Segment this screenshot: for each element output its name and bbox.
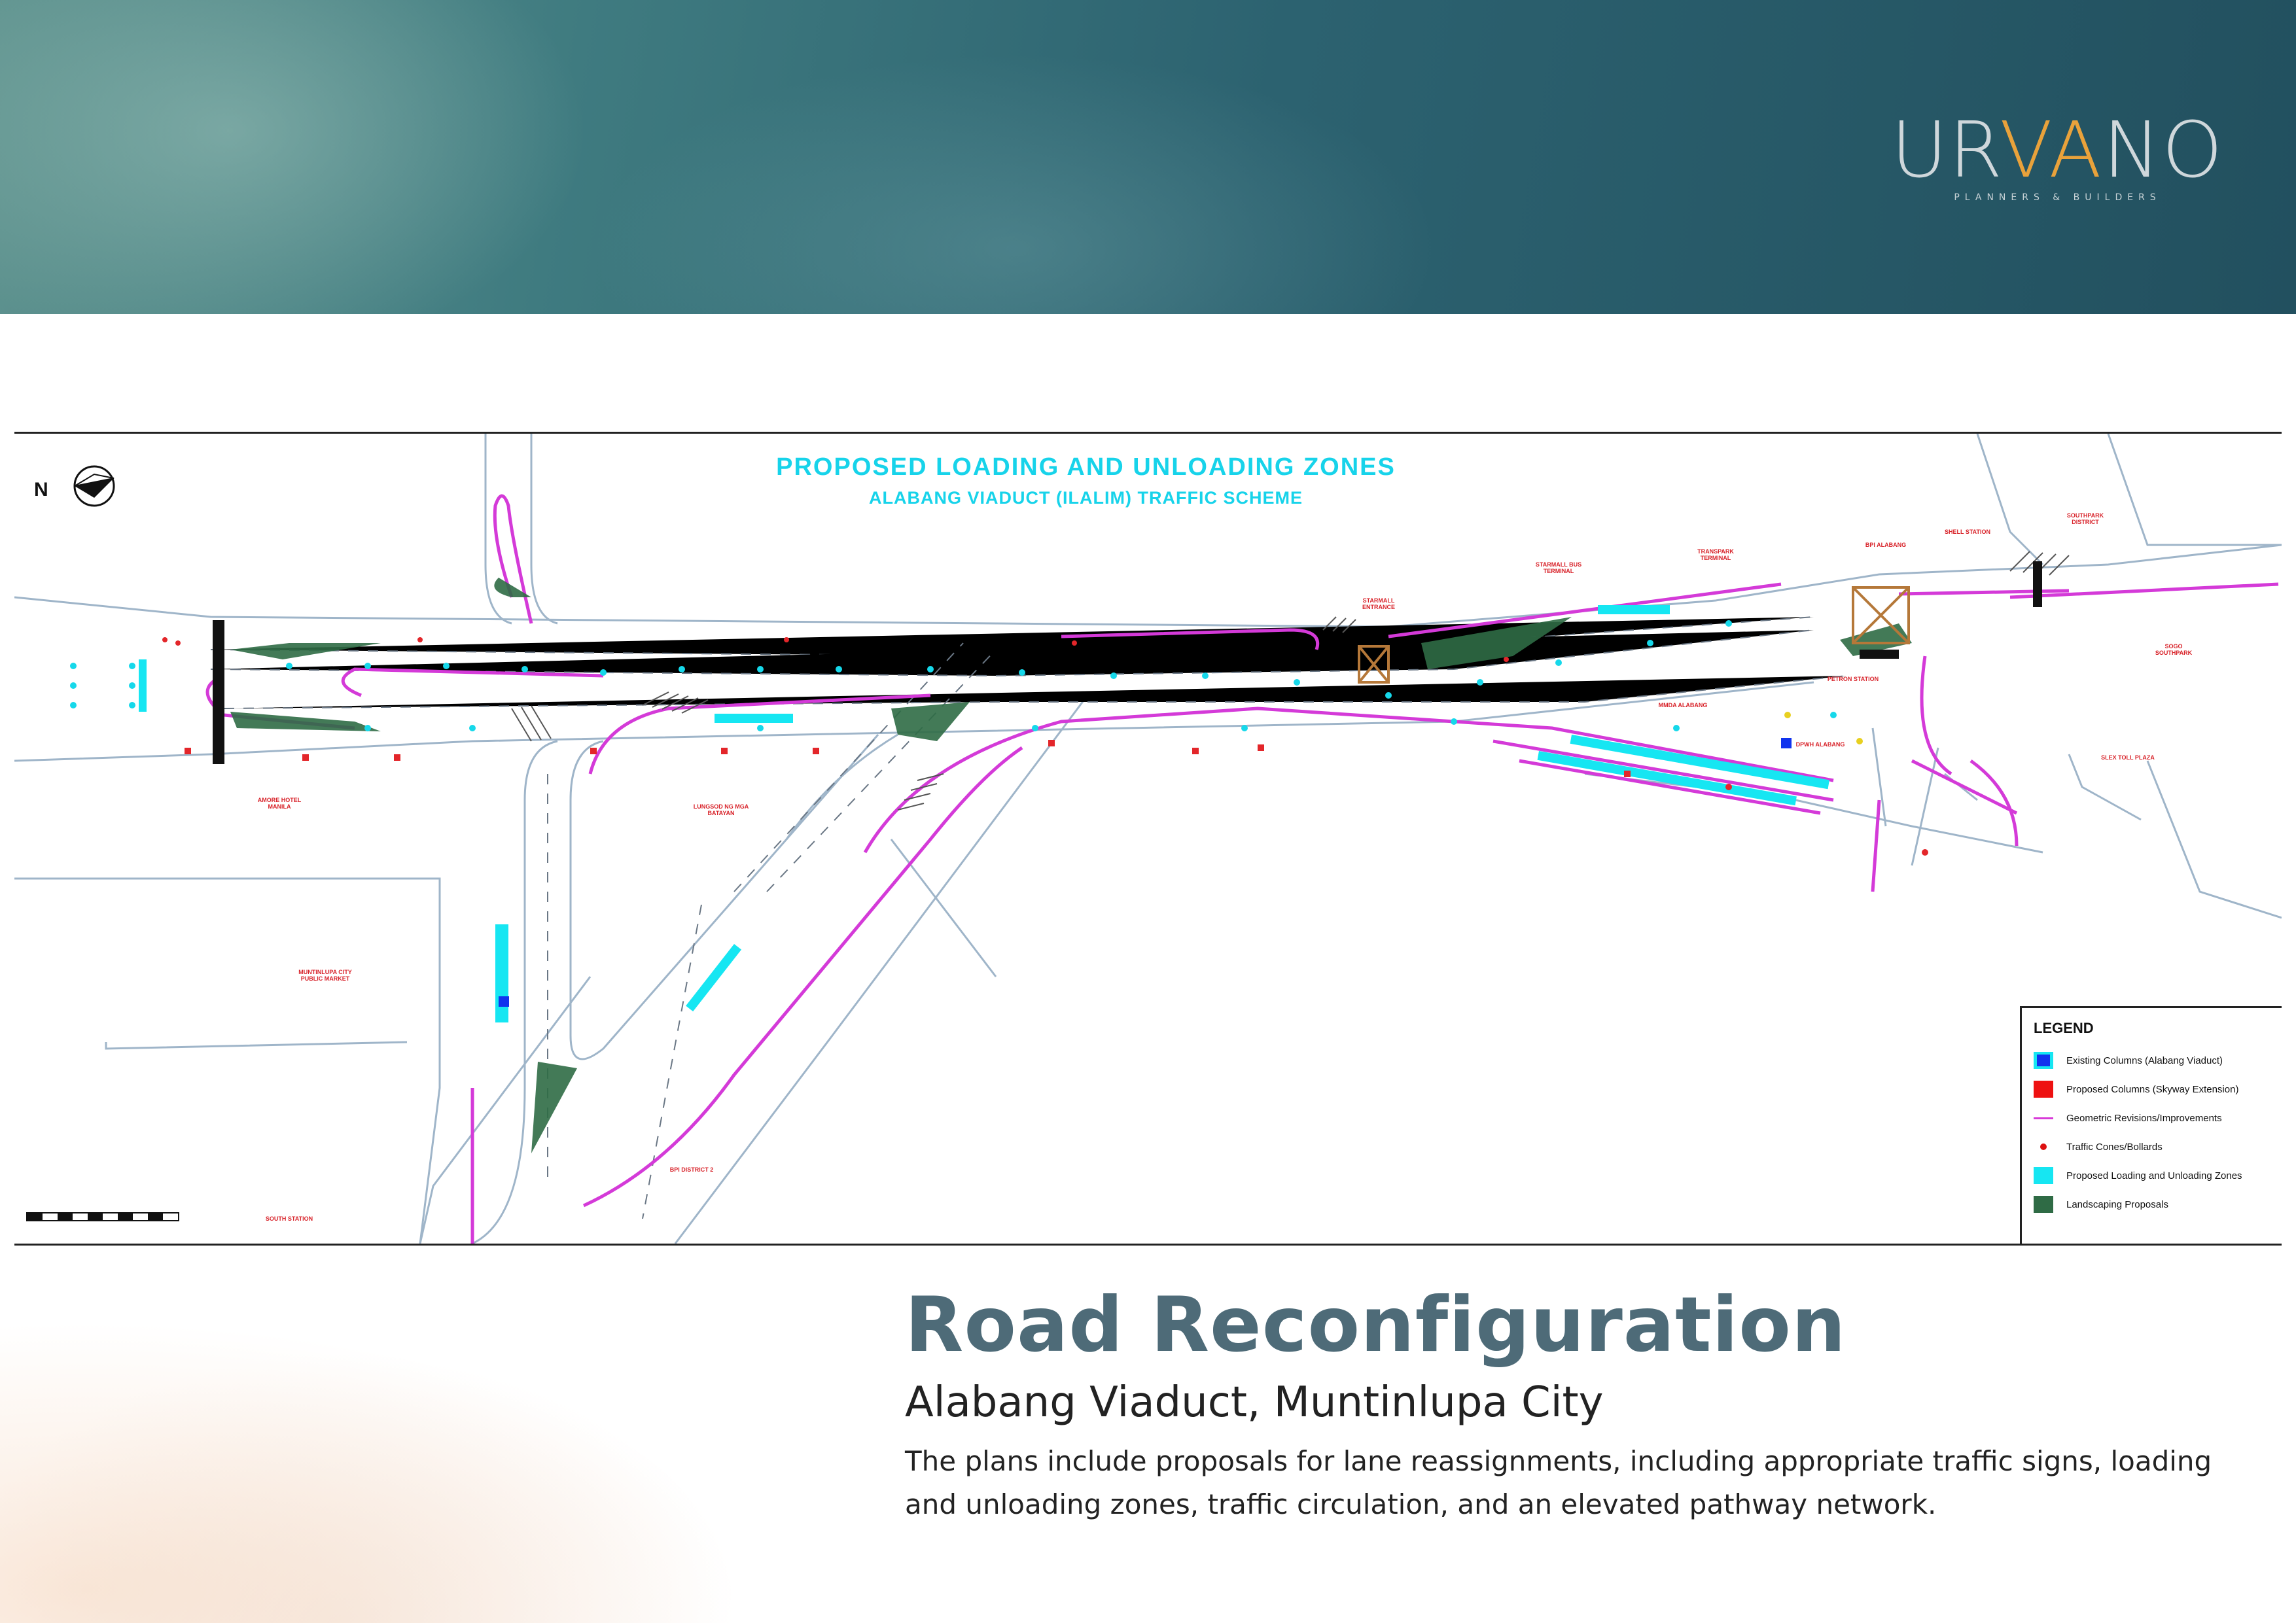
site-label-south-station: SOUTH STATION <box>265 1215 313 1222</box>
proposed-column-swatch <box>2034 1081 2053 1098</box>
plan-subtitle: ALABANG VIADUCT (ILALIM) TRAFFIC SCHEME <box>869 488 1303 508</box>
plan-title-block: PROPOSED LOADING AND UNLOADING ZONES ALA… <box>14 453 2282 508</box>
decorative-swirl <box>0 1276 851 1623</box>
site-label-public-market: MUNTINLUPA CITY PUBLIC MARKET <box>298 969 352 982</box>
legend-item-geometric-revisions: Geometric Revisions/Improvements <box>2034 1104 2282 1132</box>
logo-tagline: PLANNERS & BUILDERS <box>1954 192 2161 203</box>
legend-item-loading-zones: Proposed Loading and Unloading Zones <box>2034 1161 2282 1190</box>
geometric-revision-swatch <box>2034 1117 2053 1119</box>
page-title: Road Reconfiguration <box>905 1281 1846 1369</box>
scale-bar <box>26 1212 179 1221</box>
plan-title: PROPOSED LOADING AND UNLOADING ZONES <box>776 453 1396 481</box>
site-label-sogo: SOGO SOUTHPARK <box>2155 643 2193 656</box>
description-text: The plans include proposals for lane rea… <box>905 1444 2212 1520</box>
site-label-transpark: TRANSPARK TERMINAL <box>1697 548 1734 561</box>
site-label-mmda: MMDA ALABANG <box>1658 702 1708 708</box>
site-label-amore: AMORE HOTEL MANILA <box>257 797 302 810</box>
logo-wordmark: URVANO <box>1891 105 2224 195</box>
site-label-lungsod: LUNGSOD NG MGA BATAYAN <box>693 803 749 816</box>
legend-label: Geometric Revisions/Improvements <box>2066 1112 2222 1124</box>
banner-haze <box>589 52 1439 314</box>
legend-label: Proposed Columns (Skyway Extension) <box>2066 1083 2239 1095</box>
legend-label: Proposed Loading and Unloading Zones <box>2066 1170 2242 1181</box>
site-label-starmall-bus: STARMALL BUS TERMINAL <box>1535 561 1582 574</box>
company-logo: URVANO PLANNERS & BUILDERS <box>1891 111 2224 203</box>
site-label-bpi-alabang: BPI ALABANG <box>1865 542 1907 548</box>
legend-item-traffic-cones: Traffic Cones/Bollards <box>2034 1132 2282 1161</box>
existing-column-swatch <box>2034 1052 2053 1069</box>
caption-block: Road Reconfiguration Alabang Viaduct, Mu… <box>905 1285 2214 1526</box>
site-label-bpi-district: BPI DISTRICT 2 <box>669 1166 714 1173</box>
legend-item-existing-columns: Existing Columns (Alabang Viaduct) <box>2034 1046 2282 1075</box>
traffic-plan-drawing: N PROPOSED LOADING AND UNLOADING ZONES A… <box>14 432 2282 1246</box>
site-label-southpark: SOUTHPARK DISTRICT <box>2066 512 2104 525</box>
page-subtitle: Alabang Viaduct, Muntinlupa City <box>905 1378 1604 1427</box>
legend-label: Existing Columns (Alabang Viaduct) <box>2066 1055 2223 1066</box>
legend-item-landscaping: Landscaping Proposals <box>2034 1190 2282 1219</box>
legend-item-proposed-columns: Proposed Columns (Skyway Extension) <box>2034 1075 2282 1104</box>
legend-label: Landscaping Proposals <box>2066 1198 2168 1210</box>
site-label-petron: PETRON STATION <box>1827 676 1879 682</box>
site-label-slex: SLEX TOLL PLAZA <box>2101 754 2155 761</box>
landscaping-swatch <box>2034 1196 2053 1213</box>
site-label-dpwh: DPWH ALABANG <box>1795 741 1845 748</box>
site-label-starmall-entrance: STARMALL ENTRANCE <box>1362 597 1395 610</box>
banner-haze <box>0 0 589 314</box>
header-banner: URVANO PLANNERS & BUILDERS <box>0 0 2296 314</box>
north-label: N <box>34 479 48 500</box>
legend-title: LEGEND <box>2034 1020 2094 1036</box>
loading-zone-swatch <box>2034 1167 2053 1184</box>
legend-label: Traffic Cones/Bollards <box>2066 1141 2163 1153</box>
road-plan-svg <box>14 434 2282 1244</box>
plan-legend: LEGEND Existing Columns (Alabang Viaduct… <box>2020 1006 2282 1244</box>
site-label-shell: SHELL STATION <box>1944 529 1990 535</box>
traffic-cone-swatch <box>2034 1138 2053 1155</box>
